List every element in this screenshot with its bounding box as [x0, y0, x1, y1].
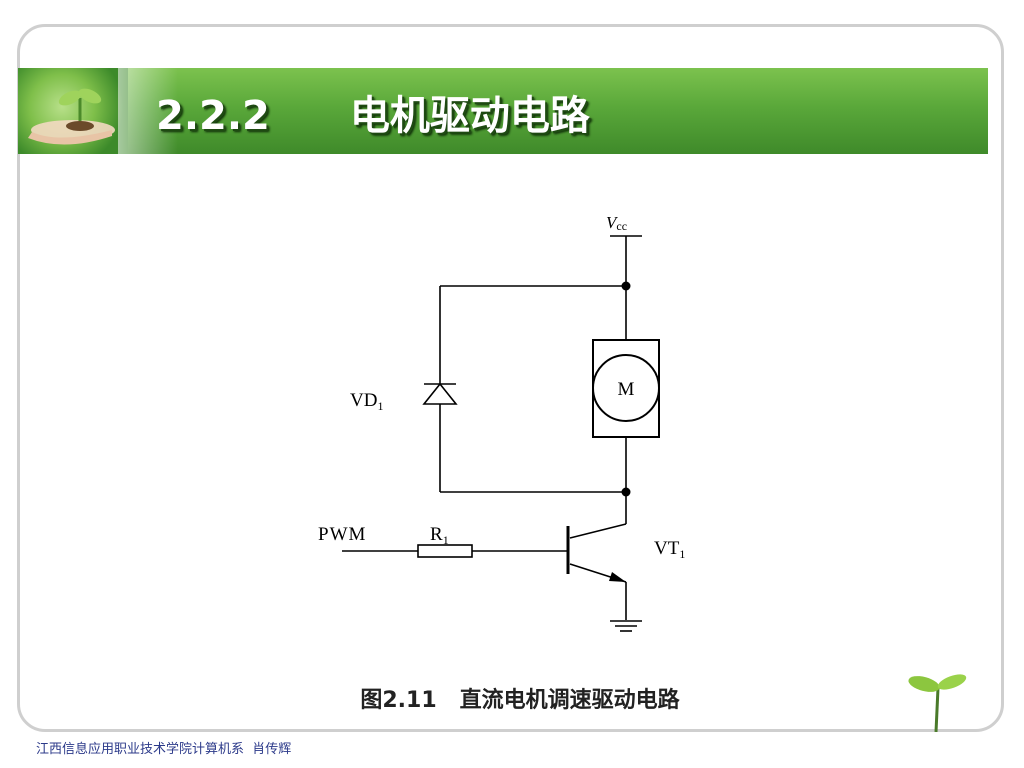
- motor-label: M: [618, 379, 635, 400]
- pwm-label: PWM: [318, 524, 366, 545]
- sprout-icon: [908, 674, 967, 732]
- figure-caption: 图2.11 直流电机调速驱动电路: [360, 688, 680, 713]
- resistor-body: [417, 544, 473, 558]
- junction-dot-bottom: [621, 487, 631, 497]
- diode-label: VD1: [350, 390, 383, 413]
- resistor-label: R1: [430, 524, 449, 547]
- emitter-arrow: [609, 572, 626, 582]
- footer-text: 江西信息应用职业技术学院计算机系 肖传辉: [36, 742, 292, 757]
- circuit-diagram: Vcc M VD1 PWM R1 VT1: [318, 213, 685, 632]
- plant-in-hand-icon: [18, 68, 128, 154]
- transistor-label: VT1: [654, 538, 685, 561]
- collector-lead: [569, 523, 627, 539]
- motor-circle: [592, 354, 660, 422]
- vcc-label: Vcc: [606, 213, 627, 233]
- title-band: [18, 68, 988, 154]
- section-number: 2.2.2: [156, 93, 270, 139]
- band-fade: [118, 68, 178, 154]
- title-text: 电机驱动电路: [349, 93, 590, 139]
- diode-symbol: [422, 382, 458, 405]
- junction-dot-top: [621, 281, 631, 291]
- slide-title: 2.2.2 电机驱动电路: [156, 88, 590, 144]
